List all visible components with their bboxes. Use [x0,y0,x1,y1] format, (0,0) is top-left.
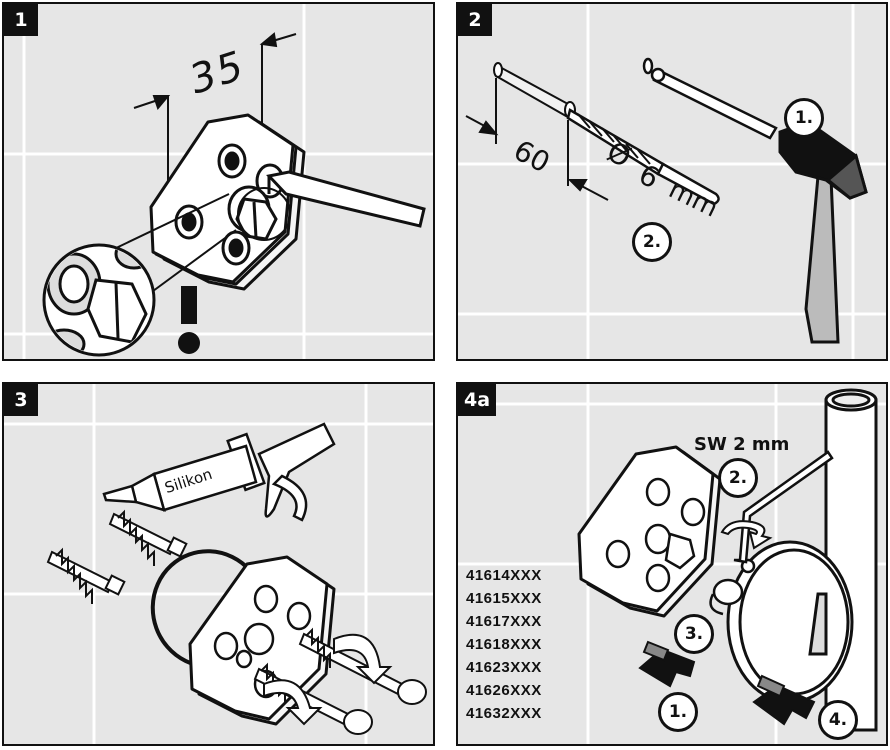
step-circle-1: 1. [658,692,698,732]
step-number-badge: 2 [458,4,492,36]
step-number-badge: 4a [458,384,497,416]
step-number-badge: 3 [4,384,38,416]
model-number: 41617XXX [466,613,542,630]
step-circle-2: 2. [718,458,758,498]
step-circle-3: 3. [674,614,714,654]
panel-1-illustration [4,4,433,359]
tool-size-label: SW 2 mm [694,434,790,455]
wall-rosette [726,540,854,704]
model-number: 41623XXX [466,659,542,676]
step-number-badge: 1 [4,4,38,36]
detail-zoom [42,243,156,357]
panel-4a: 4a SW 2 mm 2. 3. 1. 4. 41614XXX 41615XXX… [456,382,888,746]
wall-anchor [108,509,188,566]
panel-3: 3 Silikon [2,382,435,746]
drill-bit [566,108,720,206]
panel-4a-illustration [458,384,886,744]
step-circle-1: 1. [784,98,824,138]
rotate-arrow-icon [720,520,773,550]
model-number: 41618XXX [466,636,542,653]
step-circle-2: 2. [632,222,672,262]
silicone-gun [102,422,336,522]
panel-3-illustration [4,384,433,744]
panel-2-illustration [458,4,886,359]
hex-key [733,450,834,564]
step-circle-4: 4. [818,700,858,740]
hammer [778,120,868,344]
rotate-arrow-icon [263,633,393,726]
wall-anchor [46,547,126,604]
model-number: 41626XXX [466,682,542,699]
mounting-plate [149,113,306,291]
panel-1: 1 35 [2,2,435,361]
push-arrow-icon [638,640,816,726]
panel-2: 2 60 Ø 6 mm 1. 2. [456,2,888,361]
model-number: 41632XXX [466,705,542,722]
wall-plug [642,57,778,140]
model-number-list: 41614XXX 41615XXX 41617XXX 41618XXX 4162… [466,564,542,725]
model-number: 41614XXX [466,567,542,584]
warning-exclamation-icon [176,286,202,356]
model-number: 41615XXX [466,590,542,607]
